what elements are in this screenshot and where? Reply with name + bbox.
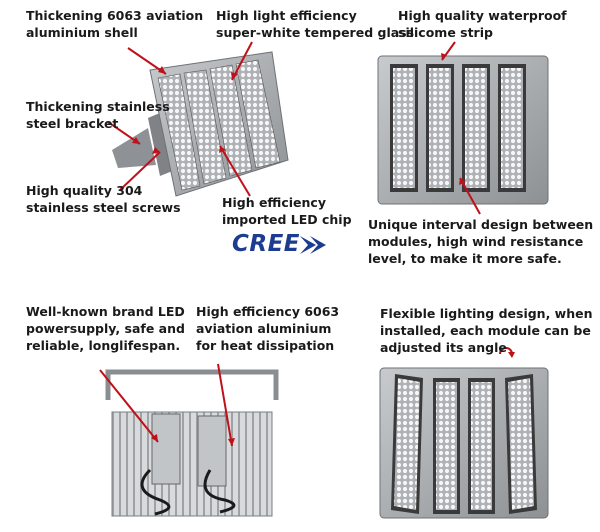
arrow-interval [459,177,481,215]
label-powersupply: Well-known brand LED powersupply, safe a… [26,304,185,353]
label-glass: High light efficiency super-white temper… [216,8,415,40]
arrow-dissipation [217,363,233,447]
label-dissipation: High efficiency 6063 aviation aluminium … [196,304,340,353]
floodlight-back-view [105,369,279,517]
cree-logo: CREE [232,231,301,257]
label-chip: High efficiency imported LED chip [222,195,352,227]
label-interval: Unique interval design between modules, … [368,217,594,266]
label-strip: High quality waterproof silicome strip [398,8,567,40]
floodlight-adjusted-view [379,367,549,519]
arrow-powersupply [99,369,159,443]
label-screws: High quality 304 stainless steel screws [26,183,181,215]
label-shell: Thickening 6063 aviation aluminium shell [26,8,204,40]
label-flexible: Flexible lighting design, when installed… [380,306,593,355]
cree-chevron-icon [300,236,326,254]
label-bracket: Thickening stainless steel bracket [26,99,170,131]
arrow-chip [219,145,251,197]
floodlight-front-view [377,55,549,205]
arrow-screws [119,151,161,191]
floodlight-angled-view [112,51,289,197]
